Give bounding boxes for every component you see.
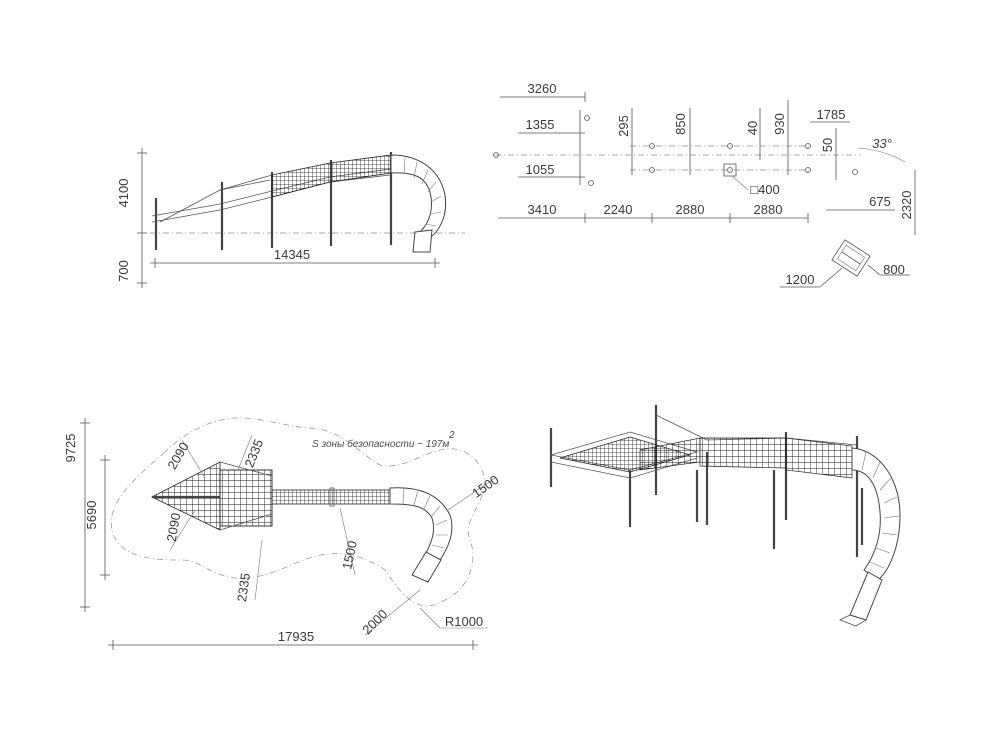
- dim-3410: 3410: [528, 202, 557, 217]
- net-tunnel-top: [271, 489, 391, 505]
- slide-tube: [390, 154, 447, 239]
- dim-40: 40: [745, 121, 760, 135]
- dim-1500-b: 1500: [469, 472, 501, 501]
- dim-50: 50: [820, 138, 835, 152]
- dim-1785: 1785: [817, 107, 846, 122]
- dim-depth: 700: [116, 260, 131, 282]
- tunnel-net-1: [699, 437, 787, 469]
- dim-850: 850: [673, 113, 688, 135]
- dim-2090-b: 2090: [164, 512, 184, 543]
- dim-295: 295: [616, 115, 631, 137]
- perspective-view: [549, 405, 901, 627]
- side-view: 4100 700 14345: [116, 148, 465, 288]
- dim-5690: 5690: [84, 501, 99, 530]
- foundation-points: [493, 115, 858, 186]
- dim-2335-b: 2335: [234, 572, 253, 603]
- slide-tube-perspective: [851, 447, 901, 581]
- dim-930: 930: [772, 113, 787, 135]
- dim-675: 675: [869, 194, 891, 209]
- dim-2880-a: 2880: [676, 202, 705, 217]
- slide-end-detail: [831, 239, 871, 277]
- square-net: [219, 469, 273, 527]
- pad-size: □400: [750, 182, 780, 197]
- dim-2240: 2240: [604, 202, 633, 217]
- dim-2320: 2320: [899, 191, 914, 220]
- dim-1200: 1200: [786, 272, 815, 287]
- slide-tube-top: [389, 487, 453, 561]
- dim-9725: 9725: [63, 434, 78, 463]
- dim-r1000: R1000: [445, 614, 483, 629]
- safety-zone-note: S зоны безопасности ~ 197м: [312, 438, 449, 450]
- dim-1055: 1055: [526, 162, 555, 177]
- dim-1355: 1355: [526, 117, 555, 132]
- dim-17935: 17935: [278, 629, 314, 644]
- safety-zone-sup: 2: [448, 430, 455, 441]
- dim-2000: 2000: [359, 606, 390, 637]
- dim-1500-a: 1500: [339, 539, 360, 570]
- dim-3260: 3260: [528, 81, 557, 96]
- dim-2090-a: 2090: [164, 439, 191, 472]
- dim-length: 14345: [274, 247, 310, 262]
- top-view: S зоны безопасности ~ 197м 2 2090 2335 2…: [63, 417, 502, 650]
- foundation-plan: 3260 1355 1055 295 850 40: [493, 81, 916, 288]
- safety-zone: [110, 417, 486, 607]
- dim-2880-b: 2880: [754, 202, 783, 217]
- dim-2335-a: 2335: [241, 437, 266, 469]
- dim-height: 4100: [116, 179, 131, 208]
- tunnel-net-2: [785, 437, 853, 479]
- dim-800: 800: [883, 262, 905, 277]
- angle-33: 33°: [872, 136, 892, 151]
